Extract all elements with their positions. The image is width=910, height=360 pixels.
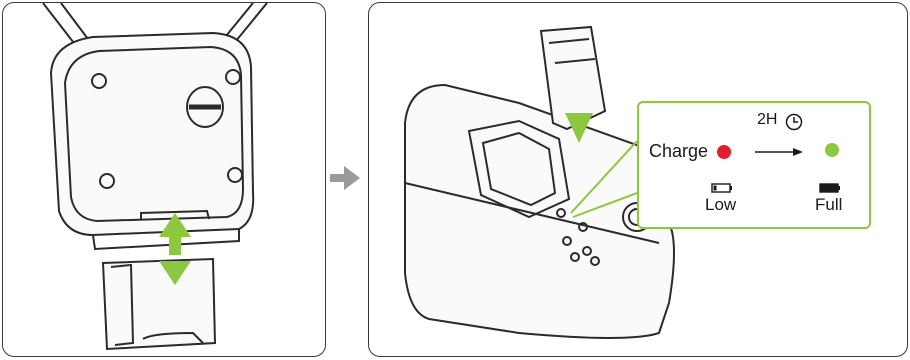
- step-2-panel: Charge 2H Low Full: [368, 2, 908, 357]
- step-1-panel: [2, 2, 326, 357]
- charger-illustration: [404, 25, 675, 339]
- insert-arrow-icon: [565, 113, 593, 143]
- low-label: Low: [705, 195, 737, 214]
- full-label: Full: [815, 195, 843, 214]
- charge-label: Charge: [649, 141, 709, 161]
- clock-icon: [785, 113, 803, 131]
- charging-indicator-red: [717, 145, 731, 159]
- charge-status-callout: Charge 2H Low Full: [637, 101, 871, 229]
- duration-label: 2H: [757, 111, 778, 128]
- battery-full-icon: [819, 183, 841, 193]
- full-indicator-green: [825, 143, 839, 157]
- arrow-right-icon: [330, 166, 360, 190]
- device-illustration: [42, 3, 268, 351]
- arrow-right-icon: [755, 147, 803, 157]
- double-arrow-icon: [159, 213, 191, 285]
- battery-low-icon: [711, 183, 733, 193]
